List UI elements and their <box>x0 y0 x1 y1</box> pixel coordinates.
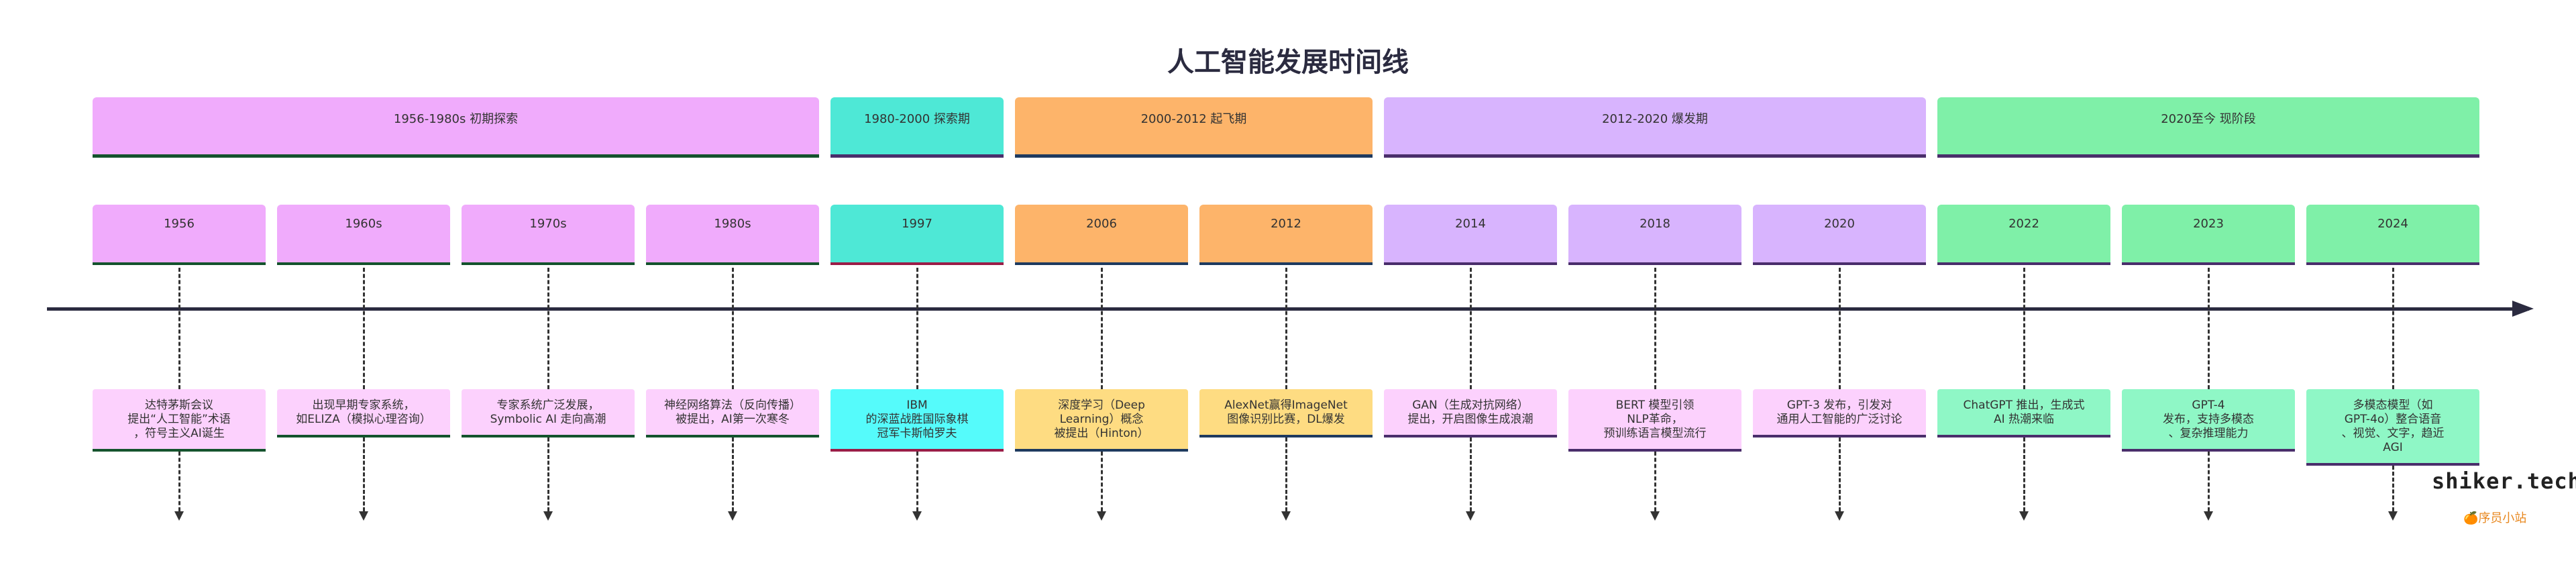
year-box: 1956 <box>93 205 266 265</box>
year-box: 2023 <box>2122 205 2295 265</box>
connector-line <box>2023 437 2025 511</box>
page-title: 人工智能发展时间线 <box>1167 47 1409 78</box>
event-box: GAN（生成对抗网络） 提出，开启图像生成浪潮 <box>1384 389 1557 437</box>
connector-line <box>1654 452 1656 511</box>
connector-line <box>732 437 734 511</box>
down-arrow-icon <box>1281 511 1291 521</box>
period-band-explore: 1980-2000 探索期 <box>830 97 1004 158</box>
period-band-takeoff: 2000-2012 起飞期 <box>1015 97 1373 158</box>
watermark-subtitle: 🍊序员小站 <box>2463 511 2527 525</box>
down-arrow-icon <box>2019 511 2029 521</box>
year-box: 1960s <box>277 205 450 265</box>
connector-line <box>916 268 918 389</box>
connector-line <box>178 452 180 511</box>
year-box: 2020 <box>1753 205 1926 265</box>
event-box: 达特茅斯会议 提出“人工智能”术语 ，符号主义AI诞生 <box>93 389 266 452</box>
year-box: 2024 <box>2306 205 2479 265</box>
year-box: 2018 <box>1568 205 1741 265</box>
year-box: 2012 <box>1199 205 1373 265</box>
connector-line <box>2208 452 2210 511</box>
down-arrow-icon <box>1835 511 1844 521</box>
period-band-early: 1956-1980s 初期探索 <box>93 97 819 158</box>
connector-line <box>1839 437 1841 511</box>
down-arrow-icon <box>2204 511 2213 521</box>
event-box: 神经网络算法（反向传播） 被提出，AI第一次寒冬 <box>646 389 819 437</box>
period-band-boom: 2012-2020 爆发期 <box>1384 97 1926 158</box>
connector-line <box>2023 268 2025 389</box>
year-box: 1997 <box>830 205 1004 265</box>
connector-line <box>1101 452 1103 511</box>
event-box: ChatGPT 推出，生成式 AI 热潮来临 <box>1937 389 2110 437</box>
connector-line <box>1839 268 1841 389</box>
timeline-axis <box>47 307 2529 311</box>
timeline-arrowhead <box>2512 301 2534 317</box>
down-arrow-icon <box>1466 511 1475 521</box>
connector-line <box>1470 437 1472 511</box>
event-box: 多模态模型（如 GPT-4o）整合语音 、视觉、文字，趋近 AGI <box>2306 389 2479 466</box>
connector-line <box>547 437 549 511</box>
connector-line <box>1101 268 1103 389</box>
event-box: IBM 的深蓝战胜国际象棋 冠军卡斯帕罗夫 <box>830 389 1004 452</box>
event-box: GPT-3 发布，引发对 通用人工智能的广泛讨论 <box>1753 389 1926 437</box>
watermark-logo: shiker.tech <box>2432 468 2576 494</box>
down-arrow-icon <box>543 511 553 521</box>
event-box: 深度学习（Deep Learning）概念 被提出（Hinton） <box>1015 389 1188 452</box>
down-arrow-icon <box>1097 511 1106 521</box>
event-box: BERT 模型引领 NLP革命， 预训练语言模型流行 <box>1568 389 1741 452</box>
down-arrow-icon <box>359 511 368 521</box>
down-arrow-icon <box>174 511 184 521</box>
connector-line <box>1470 268 1472 389</box>
down-arrow-icon <box>912 511 922 521</box>
connector-line <box>178 268 180 389</box>
event-box: 出现早期专家系统， 如ELIZA（模拟心理咨询） <box>277 389 450 437</box>
year-box: 2006 <box>1015 205 1188 265</box>
connector-line <box>732 268 734 389</box>
connector-line <box>916 452 918 511</box>
connector-line <box>1285 437 1287 511</box>
year-box: 2022 <box>1937 205 2110 265</box>
year-box: 1970s <box>462 205 635 265</box>
connector-line <box>2392 268 2394 389</box>
down-arrow-icon <box>2388 511 2398 521</box>
connector-line <box>547 268 549 389</box>
year-box: 1980s <box>646 205 819 265</box>
connector-line <box>1654 268 1656 389</box>
connector-line <box>1285 268 1287 389</box>
connector-line <box>2392 466 2394 511</box>
connector-line <box>363 268 365 389</box>
down-arrow-icon <box>1650 511 1660 521</box>
event-box: GPT-4 发布，支持多模态 、复杂推理能力 <box>2122 389 2295 452</box>
connector-line <box>2208 268 2210 389</box>
event-box: 专家系统广泛发展， Symbolic AI 走向高潮 <box>462 389 635 437</box>
year-box: 2014 <box>1384 205 1557 265</box>
event-box: AlexNet赢得ImageNet 图像识别比赛，DL爆发 <box>1199 389 1373 437</box>
connector-line <box>363 437 365 511</box>
period-band-current: 2020至今 现阶段 <box>1937 97 2479 158</box>
down-arrow-icon <box>728 511 737 521</box>
